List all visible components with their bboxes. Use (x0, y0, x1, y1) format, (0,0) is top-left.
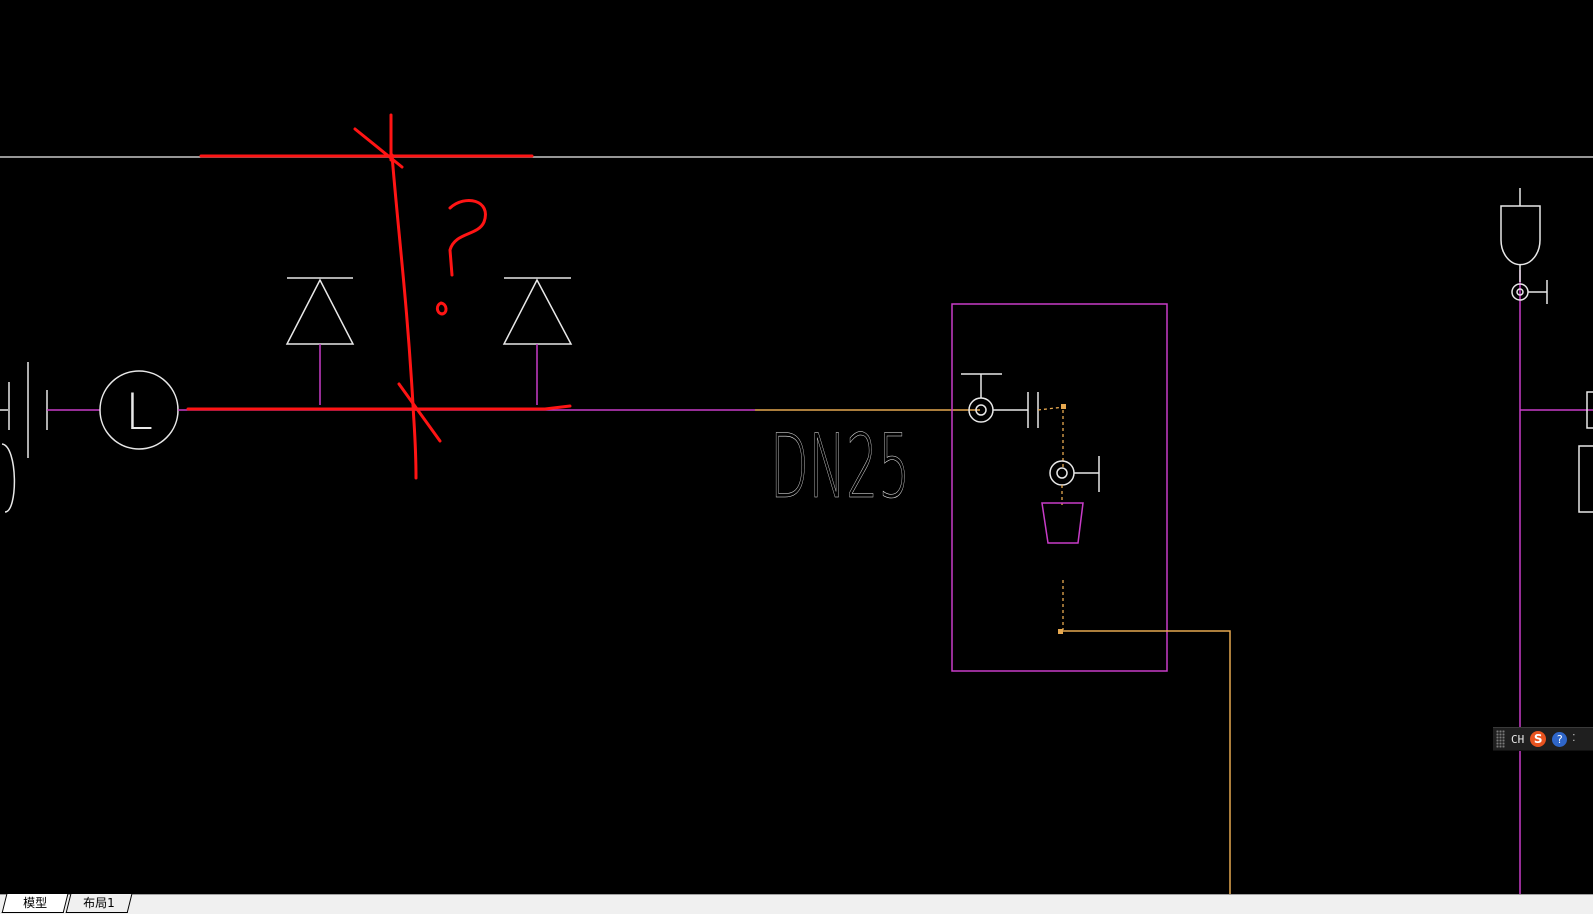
toolbar-grip-icon[interactable] (1496, 730, 1505, 748)
orange-pipe-out[interactable] (1061, 630, 1231, 894)
layout-tab-bar: 模型 布局1 (0, 894, 1593, 914)
cad-drawing[interactable]: L DN25 (0, 0, 1593, 894)
gate-valve[interactable] (961, 373, 1039, 428)
orange-dashed-connector[interactable] (1037, 406, 1065, 411)
ime-menu-icon[interactable]: ⁚ (1572, 733, 1576, 744)
meter-symbol[interactable]: L (99, 370, 179, 450)
drawing-canvas[interactable]: L DN25 (0, 0, 1593, 894)
tab-model-label: 模型 (23, 896, 48, 910)
left-fitting[interactable] (0, 362, 48, 513)
check-valve-right[interactable] (502, 277, 573, 405)
meter-letter: L (125, 383, 153, 441)
pipe-size-label: DN25 (770, 415, 910, 518)
grip-point[interactable] (1061, 404, 1066, 409)
right-fixture[interactable] (1500, 188, 1593, 513)
check-valve-left[interactable] (285, 277, 355, 405)
ime-mode-toggle[interactable]: CH (1511, 732, 1525, 746)
drain-bucket[interactable] (1041, 502, 1084, 544)
grip-point-2[interactable] (1058, 629, 1063, 634)
ime-logo-icon[interactable]: S (1530, 731, 1547, 747)
red-markup[interactable] (186, 113, 572, 480)
angle-valve[interactable] (1049, 456, 1100, 492)
tab-layout1[interactable]: 布局1 (65, 894, 133, 913)
ime-toolbar[interactable]: CH S ? ⁚ (1493, 727, 1593, 751)
tab-layout1-label: 布局1 (83, 896, 115, 910)
tab-model[interactable]: 模型 (1, 894, 69, 913)
help-icon[interactable]: ? (1552, 731, 1568, 747)
equipment-box[interactable] (951, 303, 1168, 672)
